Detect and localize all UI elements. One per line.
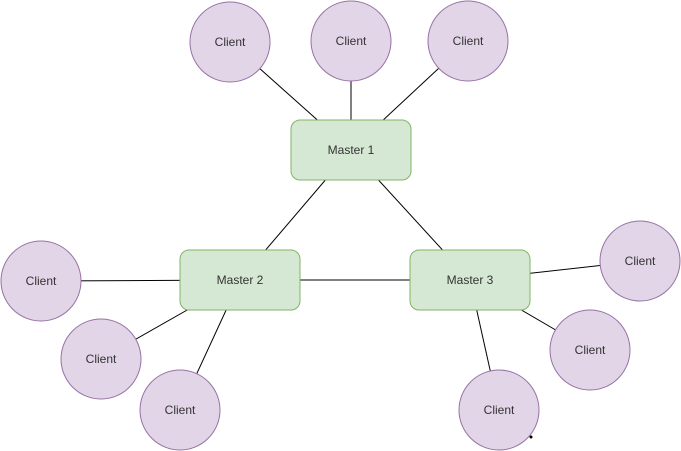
client-5-shape[interactable] (60, 318, 142, 400)
client-7-label: Client (625, 254, 656, 268)
client-7-node[interactable]: Client (599, 220, 681, 302)
client-5-label: Client (86, 352, 117, 366)
client-3-shape[interactable] (427, 0, 509, 82)
client-4-shape[interactable] (0, 240, 82, 322)
client-2-node[interactable]: Client (310, 0, 392, 82)
client-2-shape[interactable] (310, 0, 392, 82)
master-3-label: Master 3 (447, 273, 494, 287)
client-9-label: Client (484, 403, 515, 417)
master-1-node[interactable]: Master 1 (290, 119, 412, 181)
client-8-label: Client (575, 343, 606, 357)
client-8-shape[interactable] (549, 309, 631, 391)
client-6-node[interactable]: Client (139, 369, 221, 451)
client-6-shape[interactable] (139, 369, 221, 451)
client-1-shape[interactable] (189, 1, 271, 83)
master-1-label: Master 1 (328, 143, 375, 157)
client-1-label: Client (215, 35, 246, 49)
client-4-label: Client (26, 274, 57, 288)
master-2-shape[interactable] (179, 249, 301, 311)
client-3-label: Client (453, 34, 484, 48)
client-7-shape[interactable] (599, 220, 681, 302)
client-8-node[interactable]: Client (549, 309, 631, 391)
client-9-node[interactable]: Client (458, 369, 540, 451)
client-3-node[interactable]: Client (427, 0, 509, 82)
client-5-node[interactable]: Client (60, 318, 142, 400)
master-3-shape[interactable] (409, 249, 531, 311)
client-1-node[interactable]: Client (189, 1, 271, 83)
master-2-node[interactable]: Master 2 (179, 249, 301, 311)
master-3-node[interactable]: Master 3 (409, 249, 531, 311)
cursor-artifact (529, 435, 533, 439)
client-4-node[interactable]: Client (0, 240, 82, 322)
client-2-label: Client (336, 34, 367, 48)
master-1-shape[interactable] (290, 119, 412, 181)
client-6-label: Client (165, 403, 196, 417)
client-9-shape[interactable] (458, 369, 540, 451)
master-2-label: Master 2 (217, 273, 264, 287)
